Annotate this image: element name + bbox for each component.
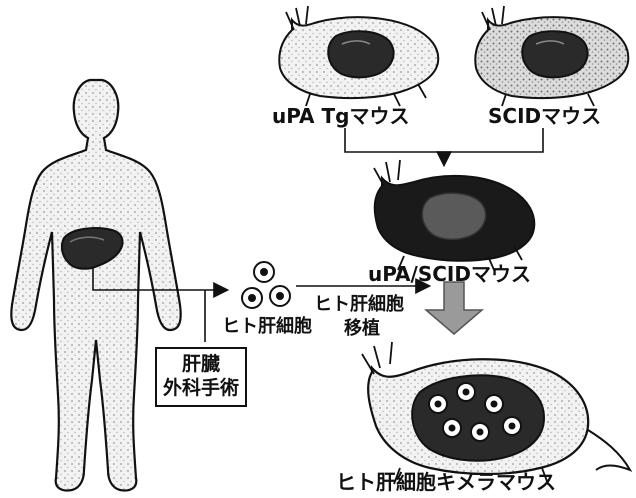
label-transplant-line1: ヒト肝細胞	[314, 296, 404, 314]
label-chimeric-mouse: ヒト肝細胞キメラマウス	[336, 472, 556, 492]
label-scid-mouse: SCIDマウス	[488, 106, 601, 126]
label-upa-tg-mouse: uPA Tgマウス	[272, 106, 409, 126]
human-figure	[11, 80, 180, 491]
label-human-hepatocytes: ヒト肝細胞	[222, 318, 312, 336]
mouse-chimera	[362, 342, 630, 484]
big-down-arrow	[426, 282, 482, 334]
mouse-upa-tg	[279, 6, 438, 106]
merge-connector	[345, 128, 543, 164]
mouse-upa-scid	[374, 160, 534, 270]
label-liver-surgery-line1: 肝臓	[163, 353, 239, 377]
label-liver-surgery-line2: 外科手術	[163, 377, 239, 401]
label-transplant-line2: 移植	[344, 320, 380, 338]
label-upa-scid-mouse: uPA/SCIDマウス	[368, 264, 531, 284]
label-liver-surgery: 肝臓 外科手術	[155, 347, 247, 407]
mouse-scid	[475, 6, 628, 106]
hepatocyte-cells	[242, 262, 290, 308]
